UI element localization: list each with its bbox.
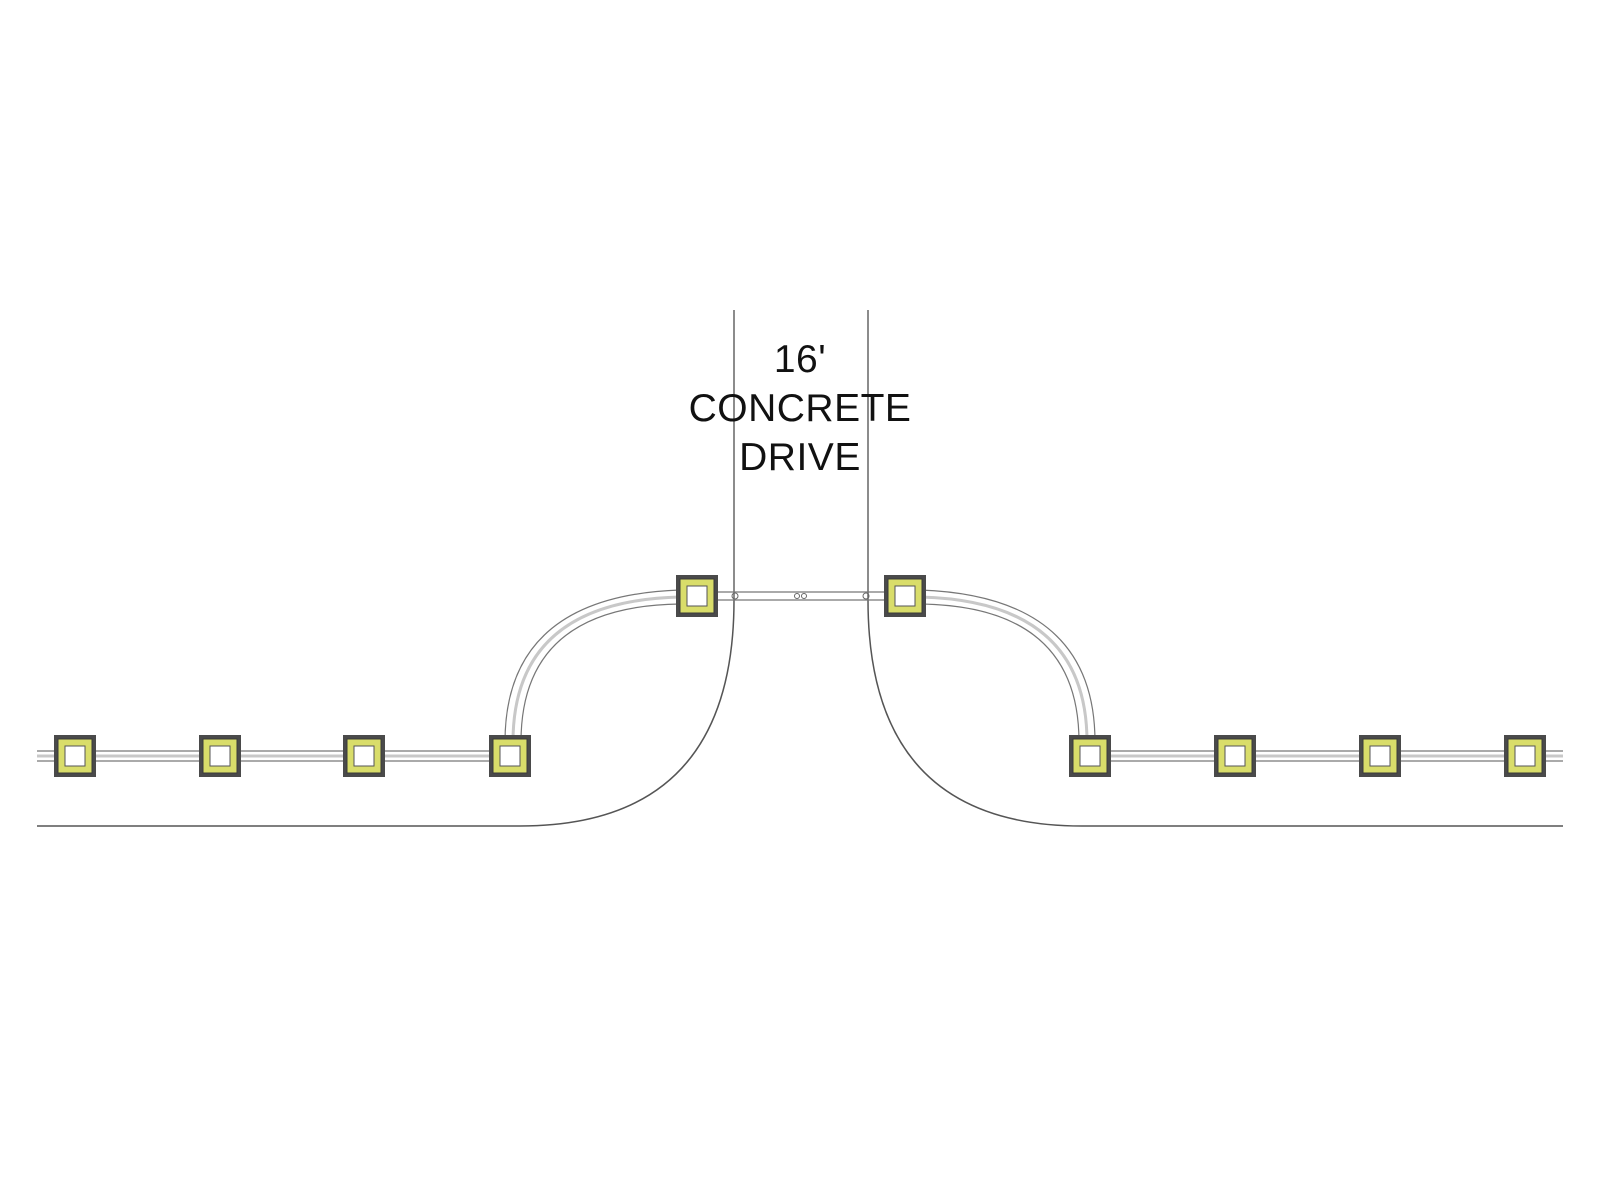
- gate-hinge-right: [862, 592, 870, 600]
- fence-post-left-4: [488, 734, 532, 778]
- curb-return-left: [37, 599, 735, 827]
- fence-post-left-1: [53, 734, 97, 778]
- fence-post-right-4: [1503, 734, 1547, 778]
- fence-post-right-2: [1213, 734, 1257, 778]
- drive-label: 16' CONCRETE DRIVE: [650, 335, 950, 482]
- fence-post-right-3: [1358, 734, 1402, 778]
- drive-gate: [713, 591, 887, 601]
- curb-return-right: [867, 599, 1563, 827]
- fence-post-right-gate: [883, 574, 927, 618]
- fence-rail-left: [37, 750, 510, 762]
- fence-post-left-2: [198, 734, 242, 778]
- fence-post-left-gate: [675, 574, 719, 618]
- fence-arc-right: [919, 589, 1096, 743]
- drive-type-label: DRIVE: [739, 436, 861, 479]
- drive-width-label: 16': [773, 338, 827, 381]
- fence-rail-right: [1090, 750, 1563, 762]
- drive-material-label: CONCRETE: [688, 387, 912, 430]
- gate-hinge-left: [731, 592, 739, 600]
- gate-latch-center-b: [801, 593, 807, 599]
- fence-arc-left: [504, 589, 681, 743]
- fence-post-right-1: [1068, 734, 1112, 778]
- gate-latch-center-a: [794, 593, 800, 599]
- fence-post-left-3: [342, 734, 386, 778]
